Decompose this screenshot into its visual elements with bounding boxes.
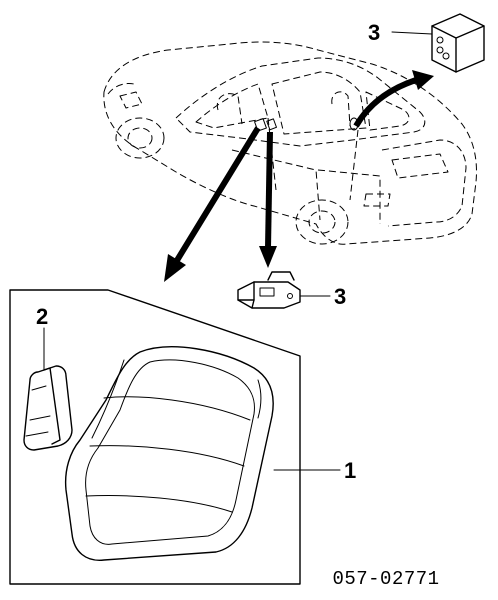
- arrow-to-upper-sensor: [353, 70, 434, 128]
- callout-airbag-module: 2: [36, 304, 48, 329]
- callout-sensor-lower: 3: [334, 284, 346, 309]
- arrow-to-seat-back: [164, 126, 261, 282]
- leader-sensor-upper: [391, 31, 433, 35]
- parts-frame: [9, 289, 301, 585]
- sensor-unit-lower: [237, 271, 301, 309]
- sensor-unit-upper: [431, 13, 485, 73]
- side-airbag-module: [23, 365, 73, 451]
- vehicle-phantom-outline: [103, 41, 477, 245]
- arrow-to-lower-sensor: [259, 131, 277, 268]
- callout-sensor-upper: 3: [368, 20, 380, 45]
- diagram-reference-code: 057-02771: [332, 568, 439, 590]
- callout-seat-back: 1: [344, 458, 356, 483]
- seat-back-assembly: [64, 346, 274, 561]
